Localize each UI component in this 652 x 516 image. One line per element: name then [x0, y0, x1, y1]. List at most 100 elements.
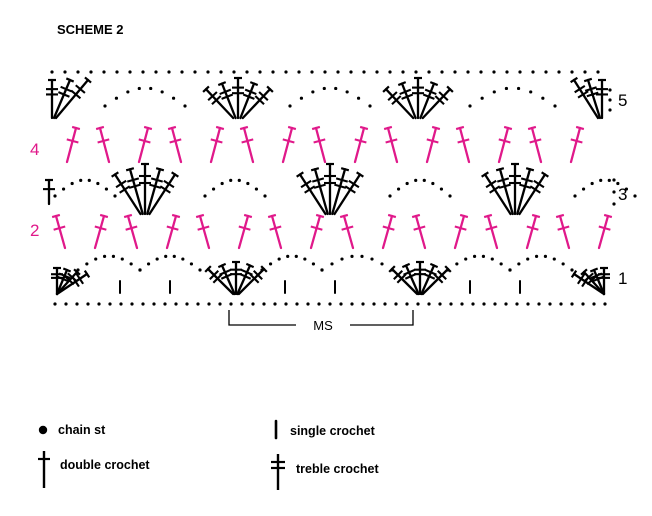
chain-st-mark [573, 194, 577, 198]
chain-st-mark [466, 70, 470, 74]
chain-st-mark [258, 70, 262, 74]
chain-st-mark [543, 254, 548, 258]
chain-st-mark [294, 254, 298, 258]
chain-st-mark [460, 302, 464, 306]
double-crochet-mark [569, 125, 585, 164]
chain-st-mark [479, 70, 483, 74]
chain-st-mark [616, 181, 620, 186]
chain-st-mark [174, 302, 178, 306]
chain-st-mark [246, 181, 250, 186]
chain-st-mark [163, 302, 167, 306]
double-crochet-mark [209, 125, 225, 164]
chain-st-mark [254, 187, 259, 191]
chain-st-mark [288, 104, 292, 108]
chain-st-mark [517, 262, 521, 266]
chain-st-mark [89, 70, 93, 74]
legend-label-double-crochet: double crochet [60, 458, 150, 472]
chain-st-mark [599, 178, 603, 183]
treble-crochet-mark [237, 265, 268, 296]
double-crochet-mark [383, 125, 399, 164]
stitch-diagram [43, 70, 637, 306]
chain-st-mark [526, 257, 530, 261]
treble-crochet-mark [310, 167, 329, 216]
double-crochet-mark [453, 213, 469, 250]
treble-crochet-mark [518, 171, 549, 216]
chain-st-mark [372, 302, 376, 306]
chain-st-mark [427, 70, 431, 74]
chain-st-mark [114, 96, 119, 100]
chain-st-mark [431, 181, 435, 186]
chain-st-mark [61, 187, 66, 191]
chain-st-mark [86, 302, 90, 306]
chain-st-mark [612, 190, 616, 194]
treble-crochet-mark [596, 78, 608, 120]
chain-st-mark [570, 302, 574, 306]
chain-st-mark [260, 268, 264, 272]
chain-st-mark [390, 268, 394, 272]
chain-st-mark [515, 302, 519, 306]
chain-st-mark [537, 302, 541, 306]
chain-st-mark [328, 302, 332, 306]
chain-st-mark [362, 70, 366, 74]
chain-st-mark [472, 254, 477, 258]
chain-st-mark [427, 302, 431, 306]
chain-st-mark [111, 254, 116, 258]
chain-st-mark [75, 302, 79, 306]
treble-crochet-mark [52, 77, 75, 120]
chain-st-mark [167, 70, 171, 74]
chain-st-mark [183, 104, 187, 108]
chain-st-mark [297, 70, 301, 74]
chain-st-mark [96, 181, 100, 186]
chain-st-mark [203, 194, 207, 198]
chain-st-mark [146, 262, 151, 266]
double-crochet-mark [167, 125, 183, 164]
double-crochet-icon [38, 451, 50, 488]
chain-st-mark [349, 70, 353, 74]
legend-item-double-crochet: double crochet [38, 451, 150, 488]
chain-st-mark [94, 257, 98, 261]
chain-st-mark [356, 96, 361, 100]
chain-st-mark [516, 86, 521, 91]
treble-crochet-mark [239, 81, 259, 120]
chain-st-mark [128, 70, 132, 74]
treble-crochet-mark [570, 270, 606, 296]
treble-crochet-mark [125, 167, 144, 216]
double-crochet-mark [43, 178, 55, 206]
chain-st-mark [508, 268, 512, 272]
treble-crochet-mark [55, 267, 72, 296]
chain-st-mark [164, 254, 168, 258]
treble-crochet-mark [111, 171, 142, 216]
chain-st-mark [154, 70, 158, 74]
treble-crochet-mark [583, 77, 602, 120]
chain-st-mark [596, 70, 600, 74]
chain-st-mark [171, 96, 176, 100]
chain-st-mark [531, 70, 535, 74]
chain-st-mark [490, 257, 494, 261]
double-crochet-mark [525, 213, 541, 250]
double-crochet-mark [95, 125, 111, 164]
row-label-3: 3 [618, 185, 627, 204]
chain-st-mark [103, 104, 107, 108]
treble-crochet-mark [421, 85, 454, 120]
chain-st-mark [286, 254, 290, 258]
chain-st-mark [345, 90, 349, 94]
chain-st-mark [193, 70, 197, 74]
chain-st-mark [271, 70, 275, 74]
chain-st-mark [581, 302, 585, 306]
chain-st-mark [388, 70, 392, 74]
treble-crochet-mark [217, 262, 236, 296]
chain-st-mark [79, 178, 83, 183]
chain-st-mark [380, 262, 384, 266]
chain-st-mark [396, 187, 401, 191]
treble-crochet-mark [481, 171, 512, 216]
chain-st-mark [306, 302, 310, 306]
double-crochet-mark [425, 125, 441, 164]
chain-st-mark [455, 262, 459, 266]
treble-crochet-icon [271, 454, 285, 490]
treble-crochet-mark [495, 167, 514, 216]
chain-st-mark [592, 302, 596, 306]
legend: chain st single crochet double crochet t… [38, 419, 380, 490]
chain-st-mark [526, 302, 530, 306]
double-crochet-mark [239, 125, 255, 164]
